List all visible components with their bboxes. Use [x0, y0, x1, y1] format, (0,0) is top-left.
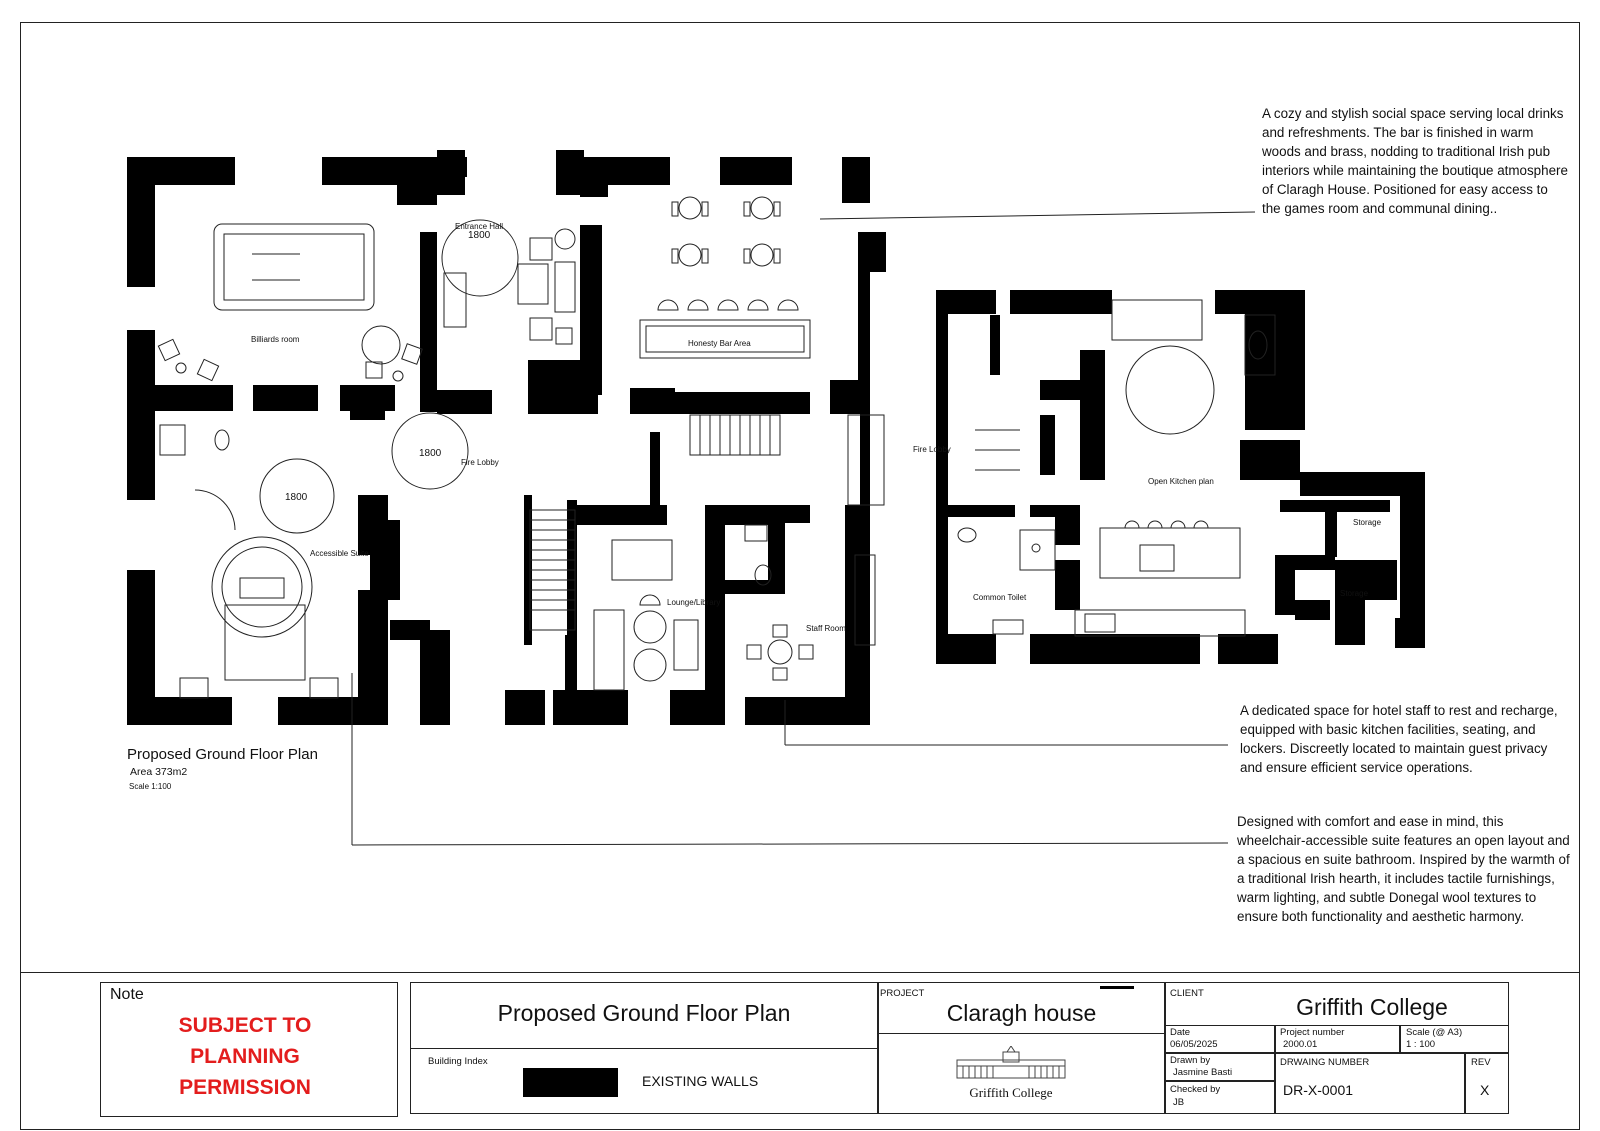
- room-label-honesty-bar: Honesty Bar Area: [688, 339, 751, 348]
- drawing-sheet-border: [20, 22, 1580, 1130]
- staff-description-line: equipped with basic kitchen facilities, …: [1240, 722, 1536, 737]
- bar-description-line: of Claragh House. Positioned for easy ac…: [1262, 182, 1548, 197]
- interior-linework: [157, 196, 1276, 846]
- room-label-fire-lobby-2: Fire Lobby: [913, 445, 951, 454]
- room-label-fire-lobby-1: Fire Lobby: [461, 458, 499, 467]
- suite-description-line: wheelchair-accessible suite features an …: [1237, 833, 1570, 848]
- dimension-entrance: 1800: [468, 230, 491, 241]
- suite-description-line: Designed with comfort and ease in mind, …: [1237, 814, 1504, 829]
- note-label: Note: [110, 986, 144, 1003]
- drawing-number-label: DRWAING NUMBER: [1280, 1057, 1370, 1068]
- project-name: Claragh house: [946, 1000, 1097, 1026]
- date-value: 06/05/2025: [1170, 1039, 1218, 1050]
- legend-existing-walls: EXISTING WALLS: [642, 1073, 759, 1089]
- project-number-value: 2000.01: [1283, 1039, 1318, 1050]
- suite-description-line: ensure both functionality and aesthetic …: [1237, 909, 1525, 924]
- room-label-common-toilet: Common Toilet: [973, 593, 1027, 602]
- project-number-label: Project number: [1280, 1027, 1345, 1038]
- scale-value: 1 : 100: [1406, 1039, 1436, 1050]
- drawn-by-label: Drawn by: [1170, 1055, 1211, 1066]
- suite-description-line: a spacious en suite bathroom. Inspired b…: [1237, 852, 1570, 867]
- room-label-entrance-hall: Entrance Hall: [455, 222, 503, 231]
- staff-description-line: A dedicated space for hotel staff to res…: [1240, 703, 1558, 718]
- staff-description: A dedicated space for hotel staff to res…: [1240, 701, 1558, 777]
- bar-description: A cozy and stylish social space serving …: [1262, 104, 1568, 218]
- client-label: CLIENT: [1170, 988, 1204, 999]
- existing-walls-east: [936, 290, 1425, 664]
- drawn-by-cell: [1165, 1053, 1275, 1081]
- scale-cell: [1400, 1025, 1509, 1053]
- drawing-number-cell: [1275, 1053, 1465, 1114]
- floor-plan-drawing: Billiards room Entrance Hall Honesty Bar…: [127, 150, 1425, 846]
- college-building-icon: [956, 1046, 1066, 1079]
- bar-description-line: and refreshments. The bar is finished in…: [1262, 125, 1534, 140]
- logo-box: [878, 1033, 1165, 1114]
- dimension-suite: 1800: [285, 492, 308, 503]
- room-label-storage-2: Storage: [1340, 589, 1369, 598]
- checked-by-cell: [1165, 1081, 1275, 1114]
- existing-walls: [127, 150, 886, 725]
- building-index-box: [410, 1048, 878, 1114]
- room-label-staff-room: Staff Room: [806, 624, 846, 633]
- college-logo-text: Griffith College: [969, 1085, 1053, 1100]
- project-number-cell: [1275, 1025, 1400, 1053]
- date-label: Date: [1170, 1027, 1191, 1038]
- drawing-title: Proposed Ground Floor Plan: [497, 1000, 791, 1026]
- room-label-billiards: Billiards room: [251, 335, 300, 344]
- project-mark: [1100, 986, 1134, 989]
- project-label: PROJECT: [880, 988, 925, 999]
- plan-title: Proposed Ground Floor Plan: [127, 746, 318, 763]
- existing-walls-swatch: [523, 1068, 618, 1097]
- bar-description-line: A cozy and stylish social space serving …: [1262, 106, 1564, 121]
- suite-description-line: warm lighting, and subtle Donegal wool t…: [1237, 890, 1537, 905]
- room-label-accessible-suite: Accessible Suite: [310, 549, 369, 558]
- suite-description-line: a traditional Irish hearth, it includes …: [1237, 871, 1555, 886]
- room-label-storage-1: Storage: [1353, 518, 1382, 527]
- planning-notice-line: PERMISSION: [179, 1076, 311, 1099]
- bar-description-line: woods and brass, nodding to traditional …: [1262, 144, 1551, 159]
- rev-cell: [1465, 1053, 1509, 1114]
- staff-description-line: and ensure efficient service operations.: [1240, 760, 1473, 775]
- suite-description: Designed with comfort and ease in mind, …: [1237, 812, 1570, 926]
- date-cell: [1165, 1025, 1275, 1053]
- dimension-fire-lobby: 1800: [419, 448, 442, 459]
- staff-description-line: lockers. Discreetly located to maintain …: [1240, 741, 1548, 756]
- planning-notice-line: PLANNING: [190, 1045, 300, 1068]
- checked-by-label: Checked by: [1170, 1084, 1221, 1095]
- bar-description-line: interiors while maintaining the boutique…: [1262, 163, 1568, 178]
- bar-description-line: the games room and communal dining..: [1262, 201, 1498, 216]
- plan-area: Area 373m2: [130, 766, 188, 778]
- drawn-by-value: Jasmine Basti: [1173, 1067, 1233, 1078]
- title-block-divider: [20, 972, 1580, 973]
- room-label-open-kitchen: Open Kitchen plan: [1148, 477, 1214, 486]
- client-name: Griffith College: [1296, 994, 1448, 1020]
- room-label-lounge: Lounge/Library: [667, 598, 720, 607]
- checked-by-value: JB: [1173, 1097, 1185, 1108]
- building-index-label: Building Index: [428, 1056, 488, 1067]
- rev-value: X: [1480, 1082, 1490, 1098]
- drawing-number-value: DR-X-0001: [1283, 1082, 1354, 1098]
- plan-scale: Scale 1:100: [129, 782, 172, 791]
- note-box: [100, 982, 398, 1117]
- scale-label: Scale (@ A3): [1406, 1027, 1463, 1038]
- planning-notice: SUBJECT TO PLANNING PERMISSION: [100, 1010, 390, 1103]
- rev-label: REV: [1471, 1057, 1491, 1068]
- planning-notice-line: SUBJECT TO: [178, 1014, 312, 1037]
